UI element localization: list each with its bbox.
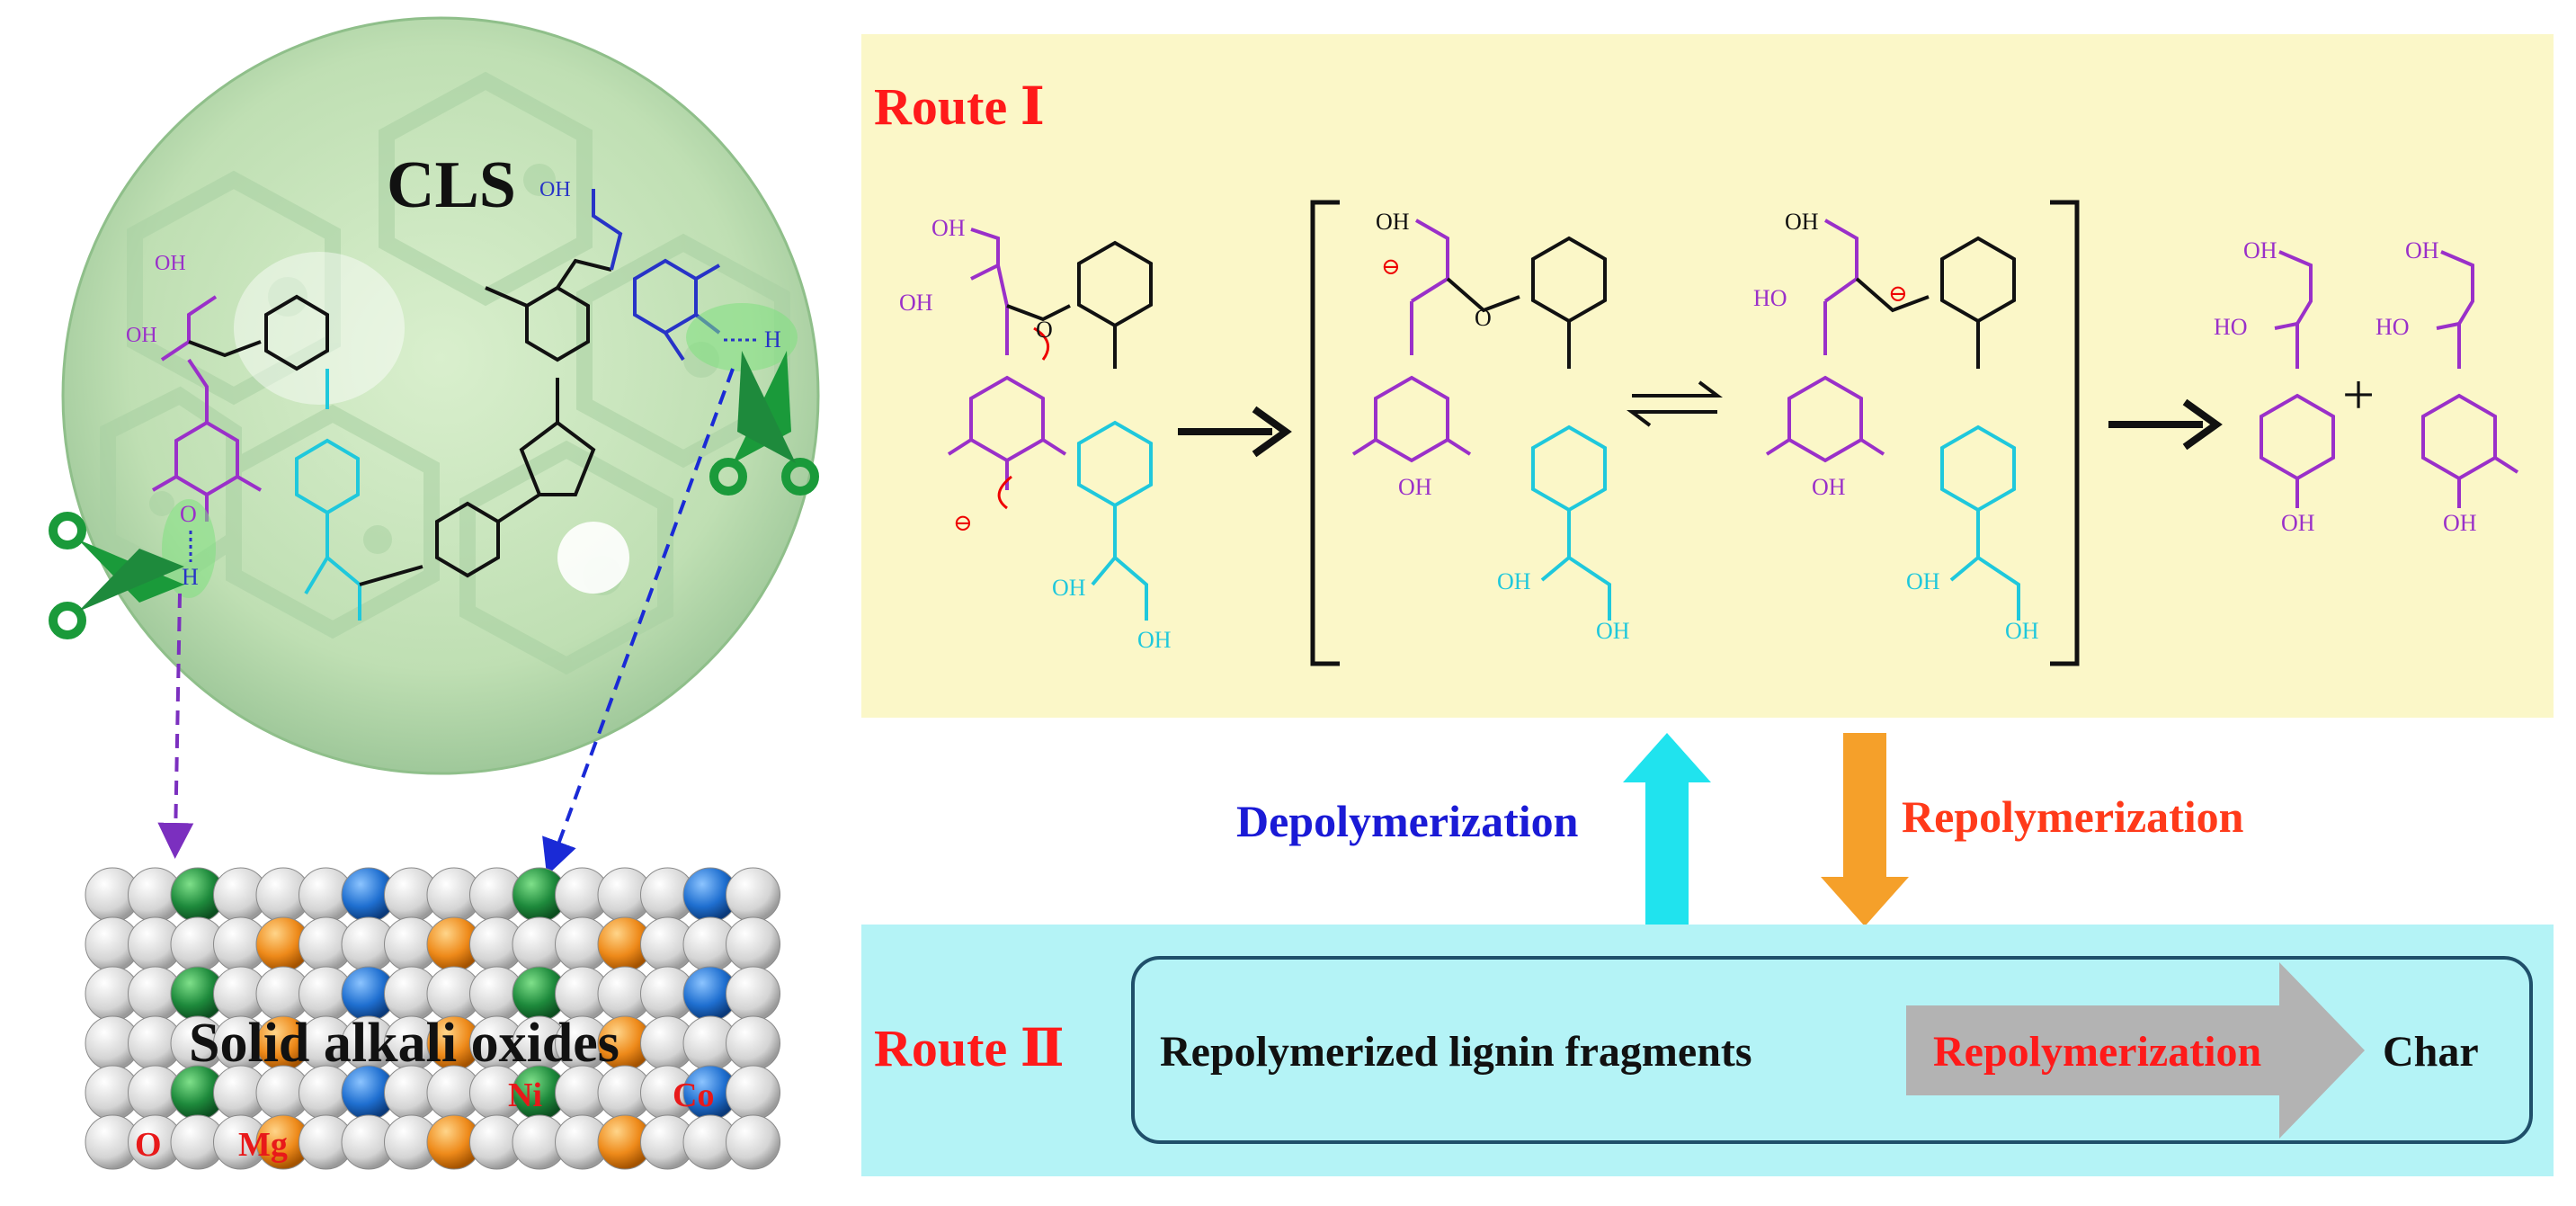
highlight-spot bbox=[234, 252, 405, 405]
cls-panel: CLS OH OH bbox=[61, 16, 820, 775]
hbond-highlight-right bbox=[686, 303, 798, 371]
legend-magnesium: Mg bbox=[238, 1126, 288, 1164]
atom-label: ⊖ bbox=[953, 510, 973, 536]
oxygen-atom bbox=[726, 1065, 780, 1121]
atom-label: O bbox=[1036, 317, 1053, 343]
hbond-highlight-left bbox=[162, 499, 216, 598]
intermediate-structure-2: OH HO ⊖ OH OH OH bbox=[1753, 209, 2039, 644]
oxygen-atom bbox=[726, 867, 780, 923]
legend-oxygen: O bbox=[135, 1126, 162, 1164]
atom-label: O bbox=[1475, 305, 1492, 331]
atom-label: OH bbox=[1812, 474, 1846, 500]
atom-label: OH bbox=[1052, 575, 1086, 601]
scissors-icon bbox=[49, 512, 184, 639]
atom-label: OH bbox=[2005, 618, 2039, 644]
bracket-right bbox=[2050, 200, 2080, 666]
oxides-title: Solid alkali oxides bbox=[189, 1013, 619, 1074]
equilibrium-arrows bbox=[1627, 380, 1723, 427]
atom-label: OH bbox=[2405, 237, 2439, 264]
gray-arrow-label: Repolymerization bbox=[1933, 1028, 2261, 1076]
char-label: Char bbox=[2383, 1028, 2479, 1076]
atom-label: ⊖ bbox=[1888, 281, 1908, 307]
reactant-structure: OH OH O ⊖ OH OH bbox=[899, 215, 1172, 653]
atom-label: OH bbox=[539, 178, 571, 201]
atom-label: OH bbox=[1906, 568, 1940, 594]
cls-ether-link bbox=[188, 294, 329, 371]
plus-sign: + bbox=[2342, 362, 2375, 426]
atom-label: OH bbox=[1497, 568, 1531, 594]
repolymerization-arrow bbox=[1821, 733, 1909, 926]
atom-label: H bbox=[764, 326, 781, 353]
oxygen-atom bbox=[726, 916, 780, 972]
atom-label: HO bbox=[1753, 285, 1787, 311]
oxide-lattice bbox=[85, 867, 780, 1170]
atom-label: OH bbox=[1137, 627, 1172, 653]
intermediate-structure-1: OH ⊖ O OH OH OH bbox=[1351, 209, 1630, 644]
atom-label: OH bbox=[1785, 209, 1819, 235]
bracket-left bbox=[1310, 200, 1340, 666]
product-1: OH HO OH bbox=[2214, 237, 2335, 536]
oxygen-atom bbox=[726, 966, 780, 1022]
repolymerization-label: Repolymerization bbox=[1902, 791, 2244, 842]
atom-label: OH bbox=[1376, 209, 1410, 235]
product-2: OH HO OH bbox=[2375, 237, 2519, 536]
atom-label: OH bbox=[899, 290, 933, 316]
atom-label: HO bbox=[2375, 314, 2410, 340]
atom-label: OH bbox=[126, 324, 157, 347]
cls-title: CLS bbox=[387, 148, 516, 222]
route2-title: Route Ⅱ bbox=[874, 1019, 1065, 1077]
dashed-arrow-purple bbox=[157, 593, 194, 859]
reaction-arrow bbox=[2108, 398, 2223, 451]
atom-label: OH bbox=[2243, 237, 2277, 264]
legend-cobalt: Co bbox=[673, 1076, 714, 1114]
atom-label: OH bbox=[1596, 618, 1630, 644]
legend-nickel: Ni bbox=[508, 1076, 542, 1114]
atom-label: H bbox=[182, 564, 199, 590]
highlight-dot bbox=[557, 522, 629, 594]
reaction-arrow bbox=[1178, 406, 1292, 458]
atom-label: ⊖ bbox=[1381, 254, 1401, 280]
atom-label: OH bbox=[2281, 510, 2315, 536]
atom-label: HO bbox=[2214, 314, 2248, 340]
cls-resinol-unit bbox=[359, 258, 612, 586]
atom-label: OH bbox=[155, 252, 186, 275]
depolymerization-arrow bbox=[1623, 733, 1711, 926]
atom-label: OH bbox=[1398, 474, 1432, 500]
scissors-icon bbox=[709, 351, 819, 496]
route1-panel bbox=[861, 34, 2554, 718]
fragments-label: Repolymerized lignin fragments bbox=[1160, 1028, 1752, 1076]
dashed-arrow-blue bbox=[542, 368, 735, 876]
atom-label: O bbox=[180, 501, 197, 527]
atom-label: OH bbox=[2443, 510, 2477, 536]
route1-title: Route Ⅰ bbox=[874, 77, 1045, 136]
gray-arrow bbox=[1906, 962, 2365, 1139]
route2-box bbox=[1131, 956, 2533, 1144]
oxygen-atom bbox=[726, 1015, 780, 1071]
depolymerization-label: Depolymerization bbox=[1236, 796, 1579, 846]
atom-label: OH bbox=[931, 215, 966, 241]
oxygen-atom bbox=[726, 1114, 780, 1170]
